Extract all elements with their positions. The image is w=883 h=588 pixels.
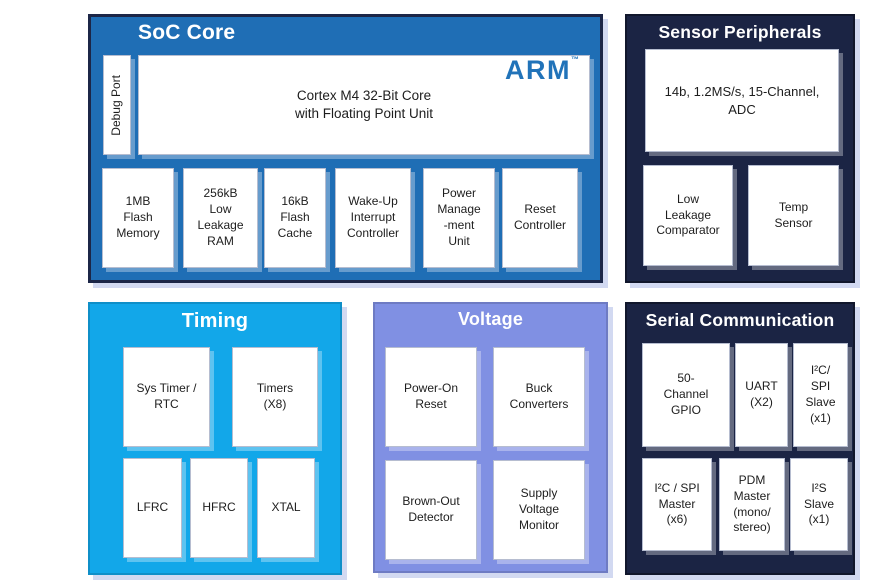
box-50-channel-gpio: 50- Channel GPIO bbox=[642, 343, 730, 447]
box-temp-sensor: Temp Sensor bbox=[748, 165, 839, 266]
box-low-leakage-comparator: Low Leakage Comparator bbox=[643, 165, 733, 266]
timing-title: Timing bbox=[181, 310, 249, 332]
box-adc: 14b, 1.2MS/s, 15-Channel, ADC bbox=[645, 49, 839, 152]
box-sys-timer-rtc: Sys Timer / RTC bbox=[123, 347, 210, 447]
box-buck-converters: Buck Converters bbox=[493, 347, 585, 447]
block-sensor-peripherals: Sensor Peripherals 14b, 1.2MS/s, 15-Chan… bbox=[625, 14, 855, 283]
voltage-title: Voltage bbox=[457, 309, 524, 329]
block-soc-core: SoC Core Debug Port ARM™ Cortex M4 32-Bi… bbox=[88, 14, 603, 283]
arm-logo: ARM™ bbox=[505, 55, 579, 85]
block-voltage: Voltage Power-On Reset Buck Converters B… bbox=[373, 302, 608, 573]
box-timers-x8: Timers (X8) bbox=[232, 347, 318, 447]
box-1mb-flash-memory: 1MB Flash Memory bbox=[102, 168, 174, 268]
sensor-peripherals-title: Sensor Peripherals bbox=[658, 22, 822, 42]
serial-communication-title: Serial Communication bbox=[645, 310, 835, 330]
box-16kb-flash-cache: 16kB Flash Cache bbox=[264, 168, 326, 268]
debug-port-box: Debug Port bbox=[103, 55, 131, 155]
arm-trademark: ™ bbox=[571, 55, 579, 64]
box-brown-out-detector: Brown-Out Detector bbox=[385, 460, 477, 560]
box-power-on-reset: Power-On Reset bbox=[385, 347, 477, 447]
debug-port-label: Debug Port bbox=[109, 74, 124, 136]
box-xtal: XTAL bbox=[257, 458, 315, 558]
box-reset-controller: Reset Controller bbox=[502, 168, 578, 268]
cortex-m4-core-box: ARM™ Cortex M4 32-Bit Core with Floating… bbox=[138, 55, 590, 155]
box-256kb-low-leakage-ram: 256kB Low Leakage RAM bbox=[183, 168, 258, 268]
box-lfrc: LFRC bbox=[123, 458, 182, 558]
box-supply-voltage-monitor: Supply Voltage Monitor bbox=[493, 460, 585, 560]
box-uart-x2: UART (X2) bbox=[735, 343, 788, 447]
box-i2s-slave: I²S Slave (x1) bbox=[790, 458, 848, 551]
box-hfrc: HFRC bbox=[190, 458, 248, 558]
box-i2c-spi-master: I²C / SPI Master (x6) bbox=[642, 458, 712, 551]
block-serial-communication: Serial Communication 50- Channel GPIO UA… bbox=[625, 302, 855, 575]
box-i2c-spi-slave: I²C/ SPI Slave (x1) bbox=[793, 343, 848, 447]
box-power-management-unit: Power Manage -ment Unit bbox=[423, 168, 495, 268]
cortex-core-label: Cortex M4 32-Bit Core with Floating Poin… bbox=[294, 88, 434, 121]
soc-core-title: SoC Core bbox=[138, 21, 236, 44]
box-wakeup-interrupt-controller: Wake-Up Interrupt Controller bbox=[335, 168, 411, 268]
box-pdm-master: PDM Master (mono/ stereo) bbox=[719, 458, 785, 551]
block-timing: Timing Sys Timer / RTC Timers (X8) LFRC … bbox=[88, 302, 342, 575]
